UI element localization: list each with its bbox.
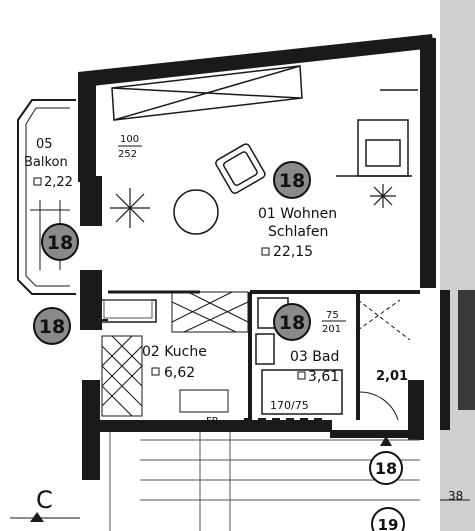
- badge-3-text: 18: [39, 316, 65, 338]
- right-edge-shadow: [440, 0, 475, 531]
- badge-2-text: 18: [47, 232, 73, 254]
- corner-number: 38: [448, 489, 463, 503]
- doors: [90, 141, 411, 421]
- partitions: [99, 290, 420, 420]
- badge-4: 18: [273, 303, 311, 341]
- stair-letter: C: [36, 486, 53, 514]
- kuche-label: 02 Kuche: [142, 344, 207, 360]
- balcony: [17, 99, 76, 295]
- toilet: [255, 333, 275, 365]
- desk-chair: [365, 139, 401, 167]
- bad-label: 03 Bad: [290, 349, 339, 365]
- schlafen-label: Schlafen: [268, 224, 328, 240]
- round-table: [173, 189, 219, 235]
- window-top-num: 100: [120, 134, 139, 145]
- apartment-badges: 18 18 18 18 18 19: [33, 161, 405, 531]
- door-label: FR: [206, 416, 219, 427]
- outer-walls: [78, 34, 450, 480]
- bathtub: [261, 369, 343, 415]
- badge-5-text: 18: [375, 459, 397, 478]
- bathtub-dimension: 170/75: [270, 399, 309, 412]
- up-arrow-icon: [380, 436, 392, 446]
- balkon-area: 2,22: [44, 175, 73, 190]
- badge-1: 18: [273, 161, 311, 199]
- window-bad-den: 201: [322, 324, 341, 335]
- balkon-name: Balkon: [24, 155, 68, 170]
- plant-icon: [110, 188, 150, 228]
- wardrobe: [111, 65, 303, 121]
- kitchen-counter: [101, 291, 249, 417]
- badge-1-text: 18: [279, 170, 305, 192]
- kuche-area: 6,62: [164, 365, 195, 381]
- right-edge-dark: [458, 290, 475, 410]
- window-top-den: 252: [118, 149, 137, 160]
- flur-area: 2,01: [376, 369, 408, 384]
- wohnen-area: 22,15: [273, 244, 313, 260]
- stair-arrow-icon: [30, 512, 44, 522]
- badge-4-text: 18: [279, 312, 305, 334]
- badge-6: 19: [371, 507, 405, 531]
- badge-6-text: 19: [378, 516, 399, 531]
- badge-2: 18: [41, 223, 79, 261]
- armchair: [215, 143, 266, 194]
- window-bad-num: 75: [326, 310, 339, 321]
- bad-area: 3,61: [308, 369, 339, 385]
- threshold-dashes: [244, 418, 322, 424]
- badge-5: 18: [369, 451, 403, 485]
- wohnen-label: 01 Wohnen: [258, 206, 337, 222]
- plant-right-icon: [370, 184, 396, 208]
- badge-3: 18: [33, 307, 71, 345]
- bathroom-fixtures: [255, 297, 343, 415]
- balkon-number: 05: [36, 137, 53, 152]
- furniture: [110, 89, 418, 235]
- room-labels: 05 Balkon 2,22 01 Wohnen Schlafen 22,15 …: [24, 137, 408, 385]
- window-labels: 100 252 75 201: [118, 134, 346, 335]
